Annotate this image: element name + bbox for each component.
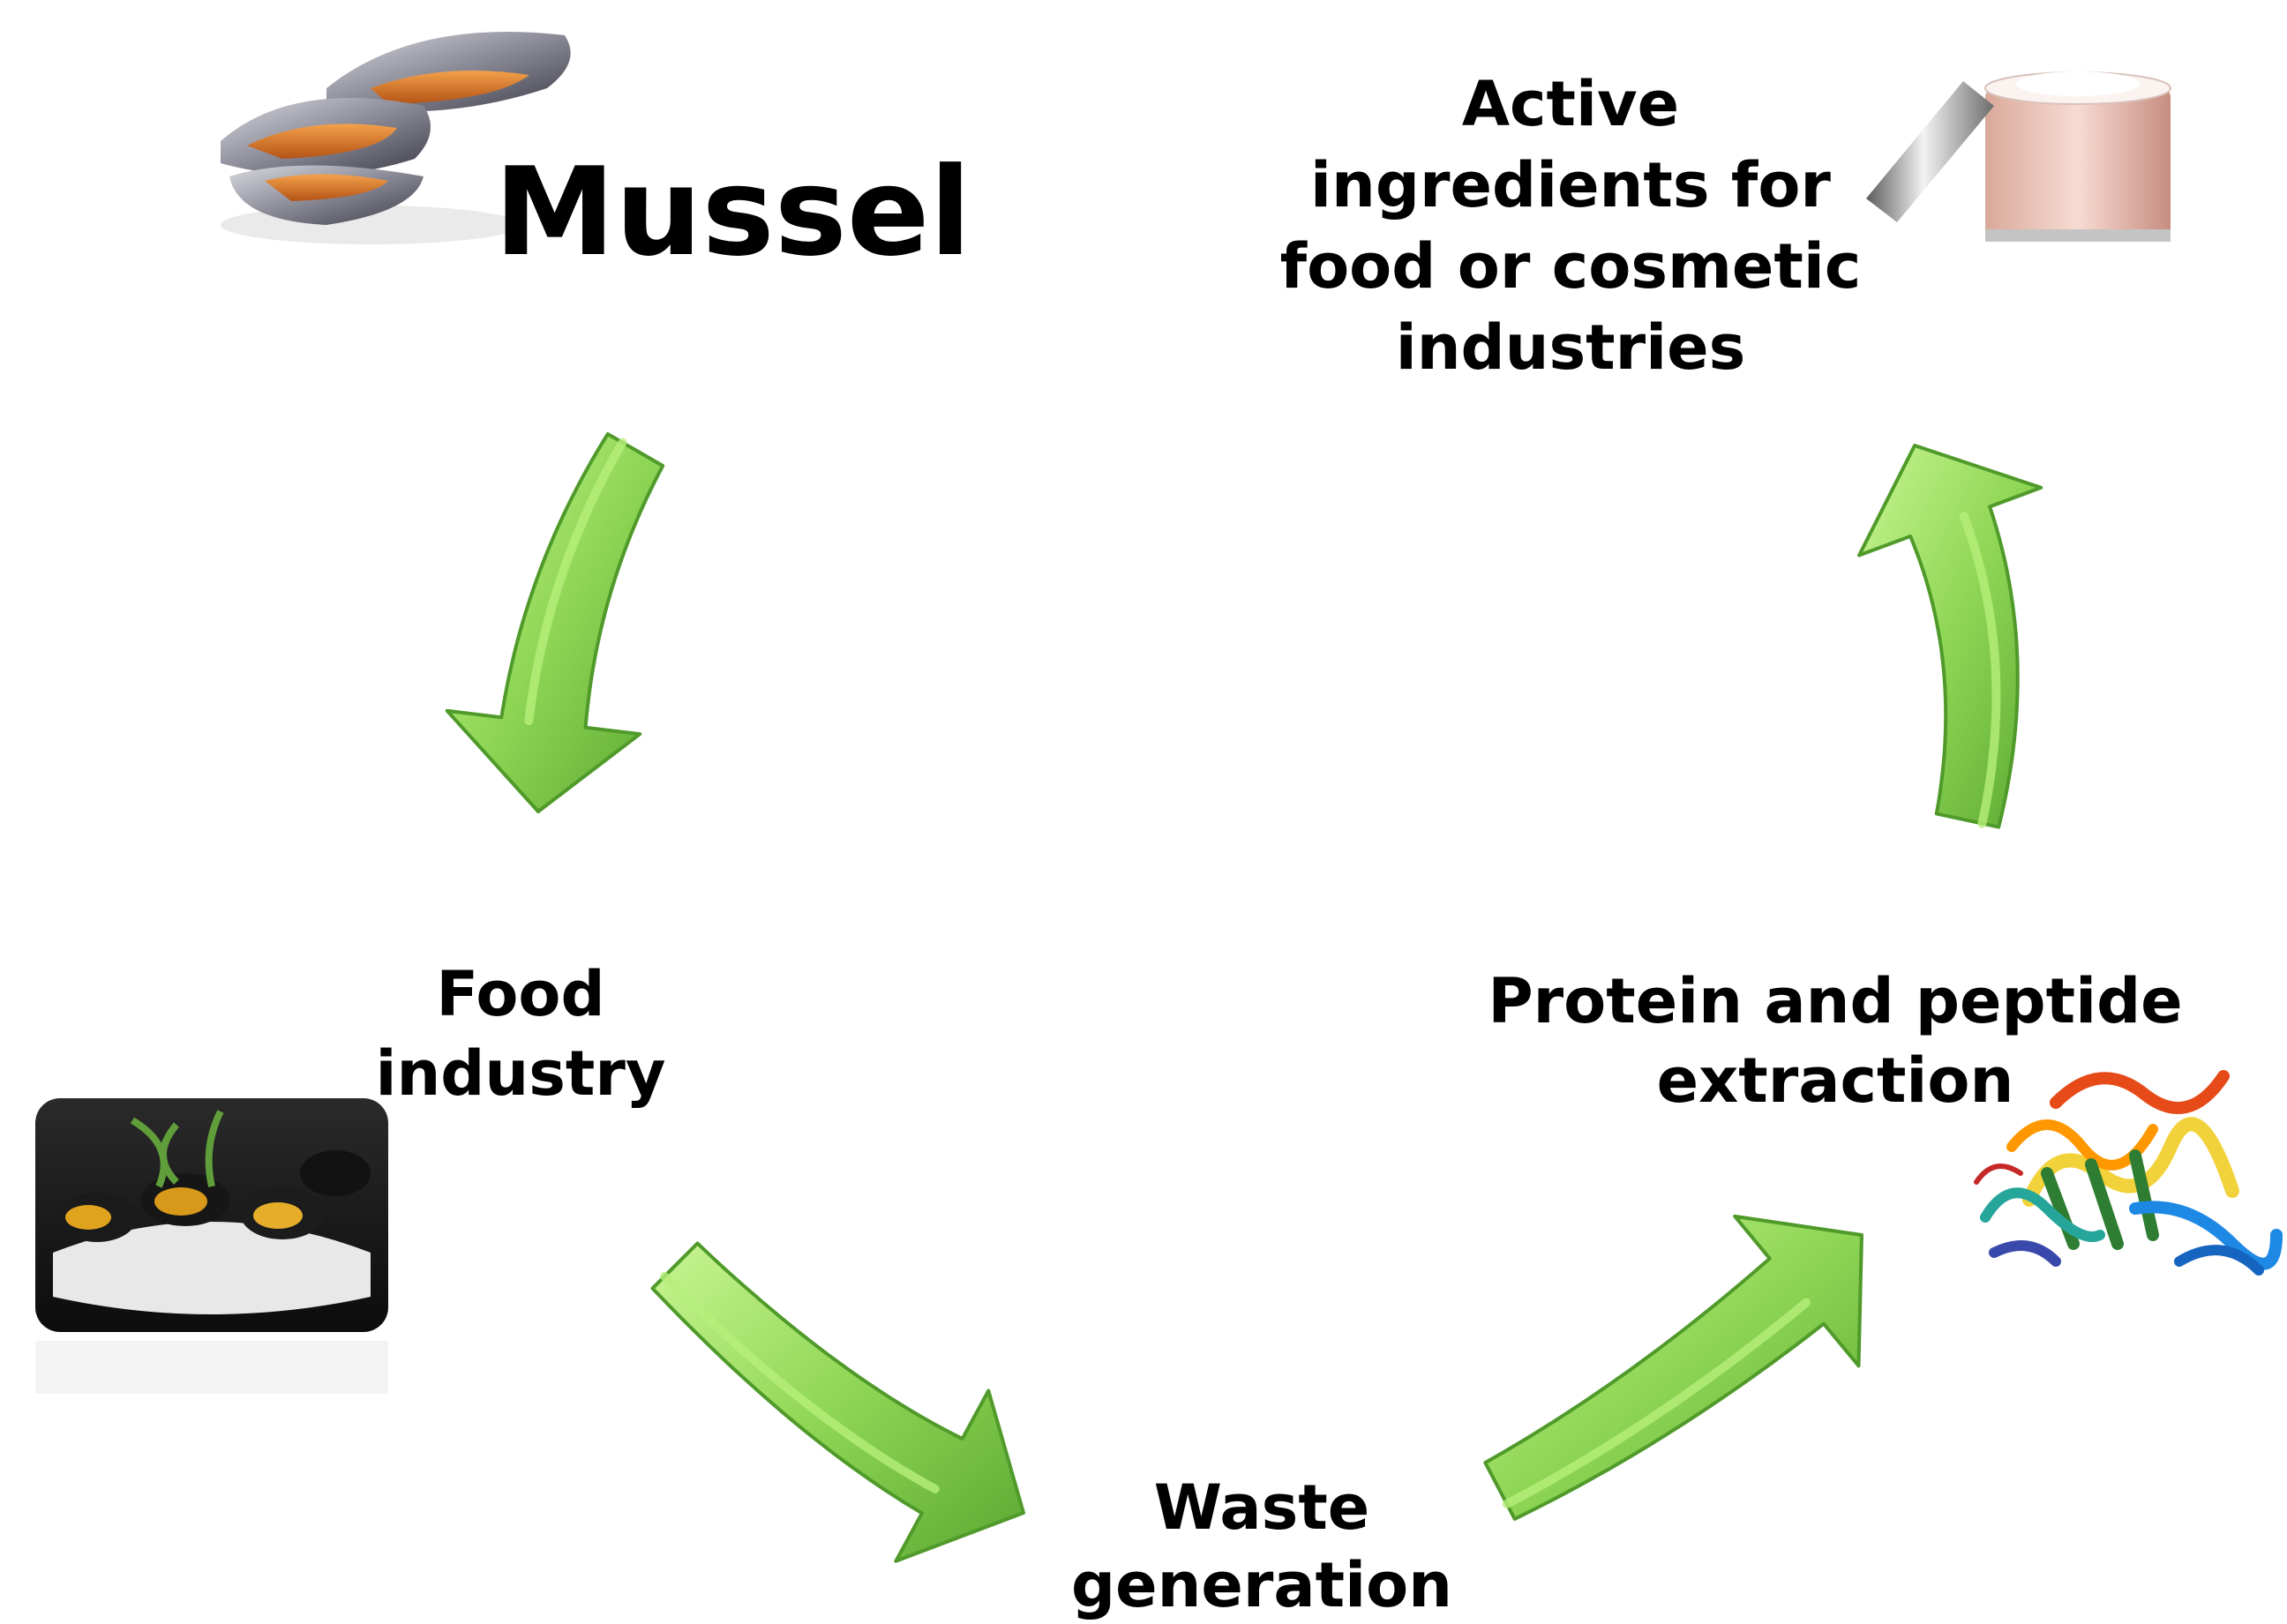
cosmetic-jar-icon [1866, 71, 2171, 242]
node-food-industry-line-1: Food [344, 954, 697, 1034]
node-mussel: Mussel [494, 152, 935, 273]
cycle-arrow-to-protein-and [1485, 1216, 1862, 1519]
node-active-ingredients: Active ingredients for food or cosmetic … [1253, 64, 1888, 388]
node-waste-generation-line-2: generation [997, 1546, 1526, 1624]
node-active-ingredients-line-1: Active [1253, 64, 1888, 145]
node-protein-extraction-line-2: extraction [1473, 1041, 2197, 1120]
mussel-dish-icon [35, 1098, 388, 1394]
node-waste-generation-line-1: Waste [997, 1469, 1526, 1546]
cycle-arrow-to-food-industry [447, 434, 663, 812]
node-waste-generation: Waste generation [997, 1469, 1526, 1624]
cycle-arrow-to-waste-generation [653, 1244, 1024, 1561]
node-food-industry: Food industry [344, 954, 697, 1113]
node-protein-extraction: Protein and peptide extraction [1473, 962, 2197, 1120]
node-food-industry-line-2: industry [344, 1034, 697, 1113]
node-active-ingredients-line-2: ingredients for [1253, 145, 1888, 226]
node-protein-extraction-line-1: Protein and peptide [1473, 962, 2197, 1041]
node-active-ingredients-line-3: food or cosmetic [1253, 226, 1888, 307]
node-active-ingredients-line-4: industries [1253, 307, 1888, 388]
cycle-arrow-to-active-ingredients [1859, 445, 2041, 827]
